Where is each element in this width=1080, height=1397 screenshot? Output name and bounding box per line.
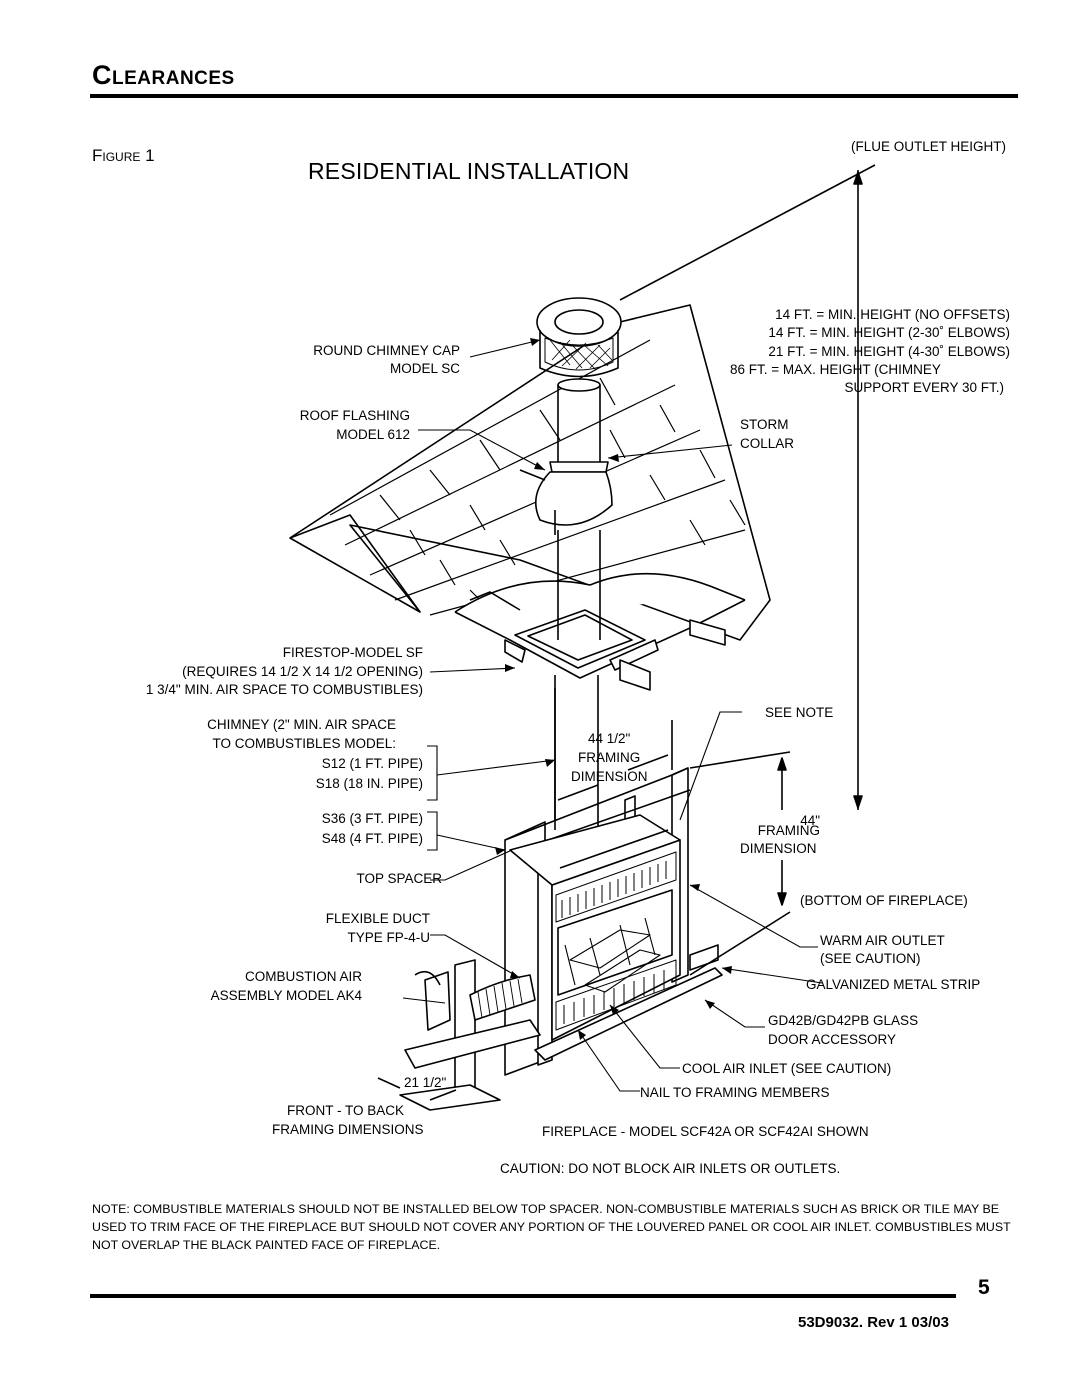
height-spec-3: 21 FT. = MIN. HEIGHT (4-30˚ ELBOWS) bbox=[768, 344, 1010, 359]
flexible-duct-label: FLEXIBLE DUCT bbox=[325, 911, 430, 926]
firestop-opening: (REQUIRES 14 1/2 X 14 1/2 OPENING) bbox=[182, 664, 423, 679]
chimney-label: CHIMNEY (2" MIN. AIR SPACE bbox=[207, 717, 396, 732]
flexible-duct bbox=[469, 974, 536, 1021]
see-note-label: SEE NOTE bbox=[765, 705, 834, 720]
framing-height-label: FRAMING bbox=[757, 823, 820, 838]
cap-mesh bbox=[549, 339, 613, 371]
fireplace-model-label: FIREPLACE - MODEL SCF42A OR SCF42AI SHOW… bbox=[542, 1124, 869, 1139]
framing-height-label-2: DIMENSION bbox=[740, 841, 817, 856]
framing-width-label: FRAMING bbox=[578, 750, 641, 765]
chimney-model-s12: S12 (1 FT. PIPE) bbox=[321, 756, 423, 771]
depth-dimension: 21 1/2" bbox=[404, 1075, 447, 1090]
roof-flashing-label: ROOF FLASHING bbox=[299, 408, 410, 423]
top-spacer-label: TOP SPACER bbox=[356, 871, 442, 886]
page-number: 5 bbox=[978, 1276, 990, 1299]
footer-rule bbox=[90, 1294, 956, 1298]
storm-collar-label-2: COLLAR bbox=[740, 436, 795, 451]
combustibles-note: NOTE: COMBUSTIBLE MATERIALS SHOULD NOT B… bbox=[92, 1202, 1011, 1252]
chimney-cap-label: ROUND CHIMNEY CAP bbox=[313, 343, 460, 358]
chimney-pipe-upper bbox=[557, 385, 601, 470]
chimney-cap-model: MODEL SC bbox=[389, 361, 460, 376]
galvanized-strip-label: GALVANIZED METAL STRIP bbox=[806, 977, 981, 992]
chimney-label-2: TO COMBUSTIBLES MODEL: bbox=[212, 736, 396, 751]
chimney-model-s36: S36 (3 FT. PIPE) bbox=[321, 811, 423, 826]
cool-air-inlet-label: COOL AIR INLET (SEE CAUTION) bbox=[682, 1061, 892, 1076]
flexible-duct-type: TYPE FP-4-U bbox=[347, 930, 430, 945]
firestop-label: FIRESTOP-MODEL SF bbox=[282, 645, 423, 660]
caution-label: CAUTION: DO NOT BLOCK AIR INLETS OR OUTL… bbox=[500, 1161, 841, 1176]
height-spec-1: 14 FT. = MIN. HEIGHT (NO OFFSETS) bbox=[775, 307, 1010, 322]
firestop-plate bbox=[514, 609, 646, 669]
top-louvers bbox=[555, 851, 677, 923]
height-spec-4: 86 FT. = MAX. HEIGHT (CHIMNEY bbox=[730, 362, 941, 377]
firestop-air-space: 1 3/4" MIN. AIR SPACE TO COMBUSTIBLES) bbox=[145, 682, 423, 697]
warm-air-outlet-caution: (SEE CAUTION) bbox=[820, 951, 921, 966]
chimney-cap-top bbox=[536, 297, 622, 347]
combustion-air-label: COMBUSTION AIR bbox=[244, 969, 362, 984]
glass-door-label: GD42B/GD42PB GLASS bbox=[768, 1013, 919, 1028]
combustion-air-model: ASSEMBLY MODEL AK4 bbox=[210, 988, 362, 1003]
storm-collar bbox=[549, 461, 609, 473]
nail-framing-label: NAIL TO FRAMING MEMBERS bbox=[640, 1085, 830, 1100]
framing-width-value: 44 1/2" bbox=[588, 731, 631, 746]
warm-air-outlet-label: WARM AIR OUTLET bbox=[820, 933, 945, 948]
front-to-back-label-2: FRAMING DIMENSIONS bbox=[272, 1122, 424, 1137]
front-to-back-label: FRONT - TO BACK bbox=[286, 1103, 404, 1118]
document-code: 53D9032. Rev 1 03/03 bbox=[798, 1314, 949, 1331]
combustion-air-box bbox=[424, 971, 451, 1031]
bottom-of-fireplace-label: (BOTTOM OF FIREPLACE) bbox=[800, 893, 968, 908]
storm-collar-label: STORM bbox=[740, 417, 789, 432]
height-spec-2: 14 FT. = MIN. HEIGHT (2-30˚ ELBOWS) bbox=[768, 325, 1010, 340]
glass-door-label-2: DOOR ACCESSORY bbox=[768, 1032, 897, 1047]
chimney-model-s48: S48 (4 FT. PIPE) bbox=[321, 831, 423, 846]
chimney-model-s18: S18 (18 IN. PIPE) bbox=[315, 776, 423, 791]
diagram-title: RESIDENTIAL INSTALLATION bbox=[308, 158, 630, 184]
section-title: Clearances bbox=[92, 60, 235, 90]
framing-height-value: 44" bbox=[800, 813, 820, 828]
flue-outlet-height-label: (FLUE OUTLET HEIGHT) bbox=[850, 139, 1006, 154]
height-spec-5: SUPPORT EVERY 30 FT.) bbox=[844, 380, 1004, 395]
header-rule bbox=[90, 94, 1018, 98]
roof-flashing-model: MODEL 612 bbox=[336, 427, 410, 442]
firebox-opening bbox=[557, 889, 673, 996]
figure-label: Figure 1 bbox=[92, 146, 155, 165]
framing-width-label-2: DIMENSION bbox=[571, 769, 648, 784]
